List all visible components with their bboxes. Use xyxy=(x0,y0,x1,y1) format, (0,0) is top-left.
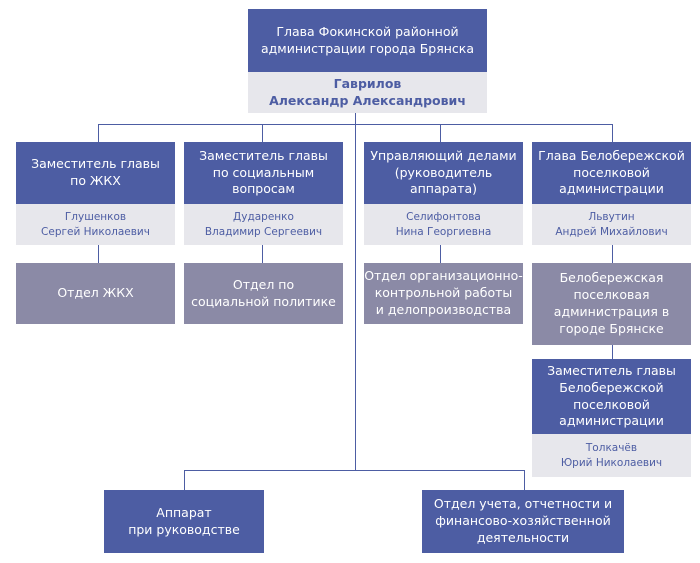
connector-line xyxy=(612,345,613,359)
dept-social-box: Отдел по социальной политике xyxy=(184,263,343,324)
head-title-box: Глава Фокинской районной администрации г… xyxy=(248,9,487,72)
beloberezh-head-person-box: Львутин Андрей Михайлович xyxy=(532,204,691,245)
beloberezh-head-title-box: Глава Белобережской поселковой администр… xyxy=(532,142,691,204)
connector-line xyxy=(184,470,185,490)
deputy-person: Дударенко Владимир Сергеевич xyxy=(204,211,323,238)
deputy-title: Заместитель главы по ЖКХ xyxy=(31,156,160,188)
beloberezh-admin-box: Белобережская поселковая администрация в… xyxy=(532,263,691,345)
office-manager-person-box: Селифонтова Нина Георгиевна xyxy=(364,204,523,245)
deputy-social-person-box: Дударенко Владимир Сергеевич xyxy=(184,204,343,245)
bottom-label: Аппарат при руководстве xyxy=(128,504,240,537)
dept-label: Белобережская поселковая администрация в… xyxy=(553,270,670,336)
deputy-person: Львутин Андрей Михайлович xyxy=(555,211,668,238)
office-manager-title-box: Управляющий делами (руководитель аппарат… xyxy=(364,142,523,204)
accounting-dept-box: Отдел учета, отчетности и финансово-хозя… xyxy=(422,490,624,553)
sub-deputy-title: Заместитель главы Белобережской поселков… xyxy=(547,362,676,429)
beloberezh-deputy-title-box: Заместитель главы Белобережской поселков… xyxy=(532,359,691,434)
deputy-person: Селифонтова Нина Георгиевна xyxy=(395,211,492,238)
dept-organizational-box: Отдел организационно- контрольной работы… xyxy=(364,263,523,324)
head-title: Глава Фокинской районной администрации г… xyxy=(261,23,474,56)
connector-line xyxy=(440,245,441,263)
connector-line xyxy=(98,245,99,263)
connector-line xyxy=(262,245,263,263)
sub-deputy-person: Толкачёв Юрий Николаевич xyxy=(560,442,663,469)
dept-zhkh-box: Отдел ЖКХ xyxy=(16,263,175,324)
bottom-label: Отдел учета, отчетности и финансово-хозя… xyxy=(433,496,613,545)
connector-line xyxy=(184,470,524,471)
connector-line xyxy=(440,124,441,142)
deputy-title: Глава Белобережской поселковой администр… xyxy=(538,147,685,197)
deputy-social-title-box: Заместитель главы по социальным вопросам xyxy=(184,142,343,204)
deputy-title: Управляющий делами (руководитель аппарат… xyxy=(370,147,517,197)
connector-line xyxy=(98,124,613,125)
beloberezh-deputy-person-box: Толкачёв Юрий Николаевич xyxy=(532,434,691,477)
connector-line xyxy=(612,124,613,142)
connector-line xyxy=(98,124,99,142)
connector-line xyxy=(612,245,613,263)
head-person: Гаврилов Александр Александрович xyxy=(269,75,466,108)
dept-label: Отдел по социальной политике xyxy=(191,276,336,309)
dept-label: Отдел организационно- контрольной работы… xyxy=(364,268,523,317)
deputy-zhkh-person-box: Глушенков Сергей Николаевич xyxy=(16,204,175,245)
connector-line xyxy=(262,124,263,142)
dept-label: Отдел ЖКХ xyxy=(57,285,134,301)
deputy-zhkh-title-box: Заместитель главы по ЖКХ xyxy=(16,142,175,204)
connector-line xyxy=(355,113,356,470)
head-person-box: Гаврилов Александр Александрович xyxy=(248,72,487,113)
connector-line xyxy=(524,470,525,490)
deputy-title: Заместитель главы по социальным вопросам xyxy=(199,147,328,197)
apparatus-box: Аппарат при руководстве xyxy=(104,490,264,553)
deputy-person: Глушенков Сергей Николаевич xyxy=(41,211,150,238)
